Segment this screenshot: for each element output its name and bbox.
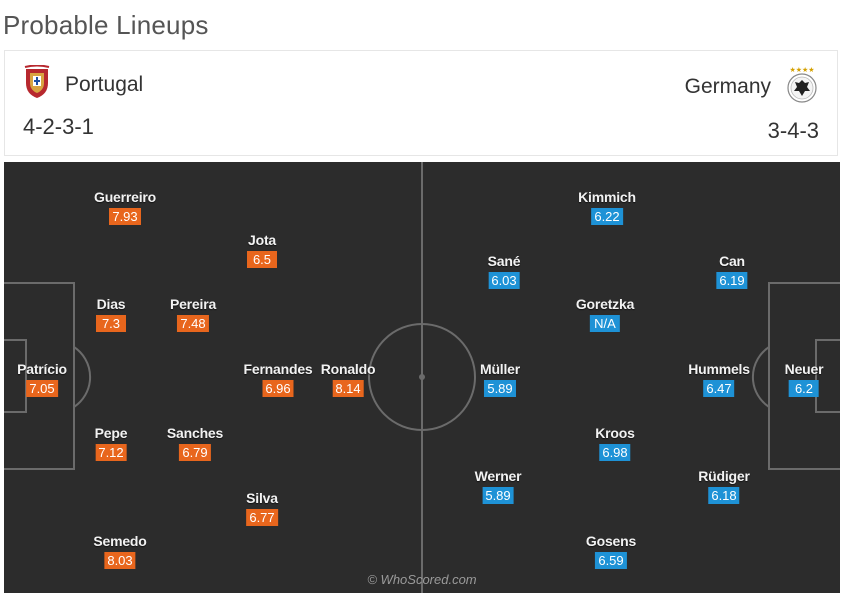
player-rating-badge: 7.3 bbox=[96, 315, 126, 332]
player-rating-badge: 6.77 bbox=[246, 509, 278, 526]
player-rating-badge: 7.12 bbox=[95, 444, 127, 461]
player-rating-badge: 6.19 bbox=[716, 272, 748, 289]
player-name: Gosens bbox=[585, 533, 637, 549]
player-name: Goretzka bbox=[575, 296, 635, 312]
player-rating-badge: 6.03 bbox=[488, 272, 520, 289]
player-name: Sanches bbox=[166, 425, 224, 441]
player-card-home-dm-right[interactable]: Sanches 6.79 bbox=[167, 425, 223, 462]
player-card-home-am-left[interactable]: Jota 6.5 bbox=[247, 232, 277, 269]
player-name: Werner bbox=[474, 468, 522, 484]
player-rating-badge: 7.93 bbox=[109, 208, 141, 225]
player-rating-badge: 6.22 bbox=[591, 208, 623, 225]
player-name: Müller bbox=[479, 361, 521, 377]
player-rating-badge: 5.89 bbox=[484, 380, 516, 397]
player-name: Ronaldo bbox=[320, 361, 376, 377]
page-title: Probable Lineups bbox=[3, 10, 209, 40]
player-name: Pepe bbox=[94, 425, 128, 441]
player-rating-badge: N/A bbox=[590, 315, 620, 332]
player-card-home-cb-left[interactable]: Dias 7.3 bbox=[96, 296, 126, 333]
team-header-card: Portugal 4-2-3-1 ★★★★ Germany 3-4-3 bbox=[4, 50, 838, 156]
player-rating-badge: 6.5 bbox=[247, 251, 277, 268]
player-name: Hummels bbox=[688, 361, 750, 377]
player-card-home-lb[interactable]: Guerreiro 7.93 bbox=[94, 189, 156, 226]
player-name: Can bbox=[719, 253, 745, 269]
pitch: Patrício 7.05 Guerreiro 7.93 Dias 7.3 Pe… bbox=[4, 162, 840, 593]
player-card-home-rb[interactable]: Semedo 8.03 bbox=[93, 533, 147, 570]
player-name: Kroos bbox=[595, 425, 635, 441]
player-rating-badge: 7.05 bbox=[26, 380, 58, 397]
player-rating-badge: 6.47 bbox=[703, 380, 735, 397]
svg-text:★★★★: ★★★★ bbox=[789, 66, 814, 74]
player-card-away-cb-center[interactable]: Hummels 6.47 bbox=[688, 361, 750, 398]
away-team-block: ★★★★ Germany 3-4-3 bbox=[685, 65, 819, 144]
away-formation: 3-4-3 bbox=[767, 118, 819, 143]
player-rating-badge: 6.59 bbox=[595, 552, 627, 569]
player-card-home-st[interactable]: Ronaldo 8.14 bbox=[320, 361, 376, 398]
portugal-crest-icon[interactable] bbox=[23, 64, 51, 104]
player-name: Patrício bbox=[17, 361, 67, 377]
pitch-markings bbox=[4, 162, 840, 593]
player-name: Pereira bbox=[169, 296, 217, 312]
player-rating-badge: 6.98 bbox=[599, 444, 631, 461]
player-rating-badge: 6.18 bbox=[708, 487, 740, 504]
player-card-home-dm-left[interactable]: Pereira 7.48 bbox=[170, 296, 216, 333]
player-card-away-fw-right[interactable]: Werner 5.89 bbox=[475, 468, 522, 505]
germany-crest-icon[interactable]: ★★★★ bbox=[785, 65, 819, 108]
player-card-away-wm-left[interactable]: Kimmich 6.22 bbox=[578, 189, 636, 226]
player-rating-badge: 8.03 bbox=[104, 552, 136, 569]
player-card-home-gk[interactable]: Patrício 7.05 bbox=[17, 361, 67, 398]
player-name: Guerreiro bbox=[94, 189, 156, 205]
player-name: Rüdiger bbox=[698, 468, 750, 484]
whoscored-watermark: © WhoScored.com bbox=[367, 572, 477, 587]
player-rating-badge: 5.89 bbox=[482, 487, 514, 504]
player-name: Dias bbox=[96, 296, 126, 312]
player-rating-badge: 6.2 bbox=[789, 380, 819, 397]
player-rating-badge: 7.48 bbox=[177, 315, 209, 332]
player-card-away-cm-right[interactable]: Kroos 6.98 bbox=[595, 425, 635, 462]
home-team-name[interactable]: Portugal bbox=[65, 72, 144, 96]
player-name: Jota bbox=[248, 232, 276, 248]
home-formation: 4-2-3-1 bbox=[23, 114, 94, 139]
player-card-away-fw-left[interactable]: Sané 6.03 bbox=[488, 253, 521, 290]
player-name: Fernandes bbox=[243, 361, 313, 377]
player-card-away-cb-right[interactable]: Rüdiger 6.18 bbox=[698, 468, 750, 505]
player-name: Sané bbox=[487, 253, 521, 269]
player-rating-badge: 8.14 bbox=[332, 380, 364, 397]
player-card-away-gk[interactable]: Neuer 6.2 bbox=[785, 361, 824, 398]
player-card-away-fw-center[interactable]: Müller 5.89 bbox=[480, 361, 520, 398]
home-team-block: Portugal 4-2-3-1 bbox=[23, 64, 144, 140]
player-card-home-am-right[interactable]: Silva 6.77 bbox=[246, 490, 278, 527]
player-card-away-cb-left[interactable]: Can 6.19 bbox=[716, 253, 748, 290]
player-rating-badge: 6.96 bbox=[262, 380, 294, 397]
player-rating-badge: 6.79 bbox=[179, 444, 211, 461]
away-team-name[interactable]: Germany bbox=[684, 74, 771, 98]
player-card-home-am-center[interactable]: Fernandes 6.96 bbox=[244, 361, 313, 398]
player-name: Silva bbox=[246, 490, 278, 506]
player-card-away-wm-right[interactable]: Gosens 6.59 bbox=[586, 533, 636, 570]
player-card-away-cm-left[interactable]: Goretzka N/A bbox=[576, 296, 634, 333]
player-name: Kimmich bbox=[578, 189, 636, 205]
player-name: Semedo bbox=[93, 533, 147, 549]
player-card-home-cb-right[interactable]: Pepe 7.12 bbox=[95, 425, 128, 462]
player-name: Neuer bbox=[784, 361, 824, 377]
